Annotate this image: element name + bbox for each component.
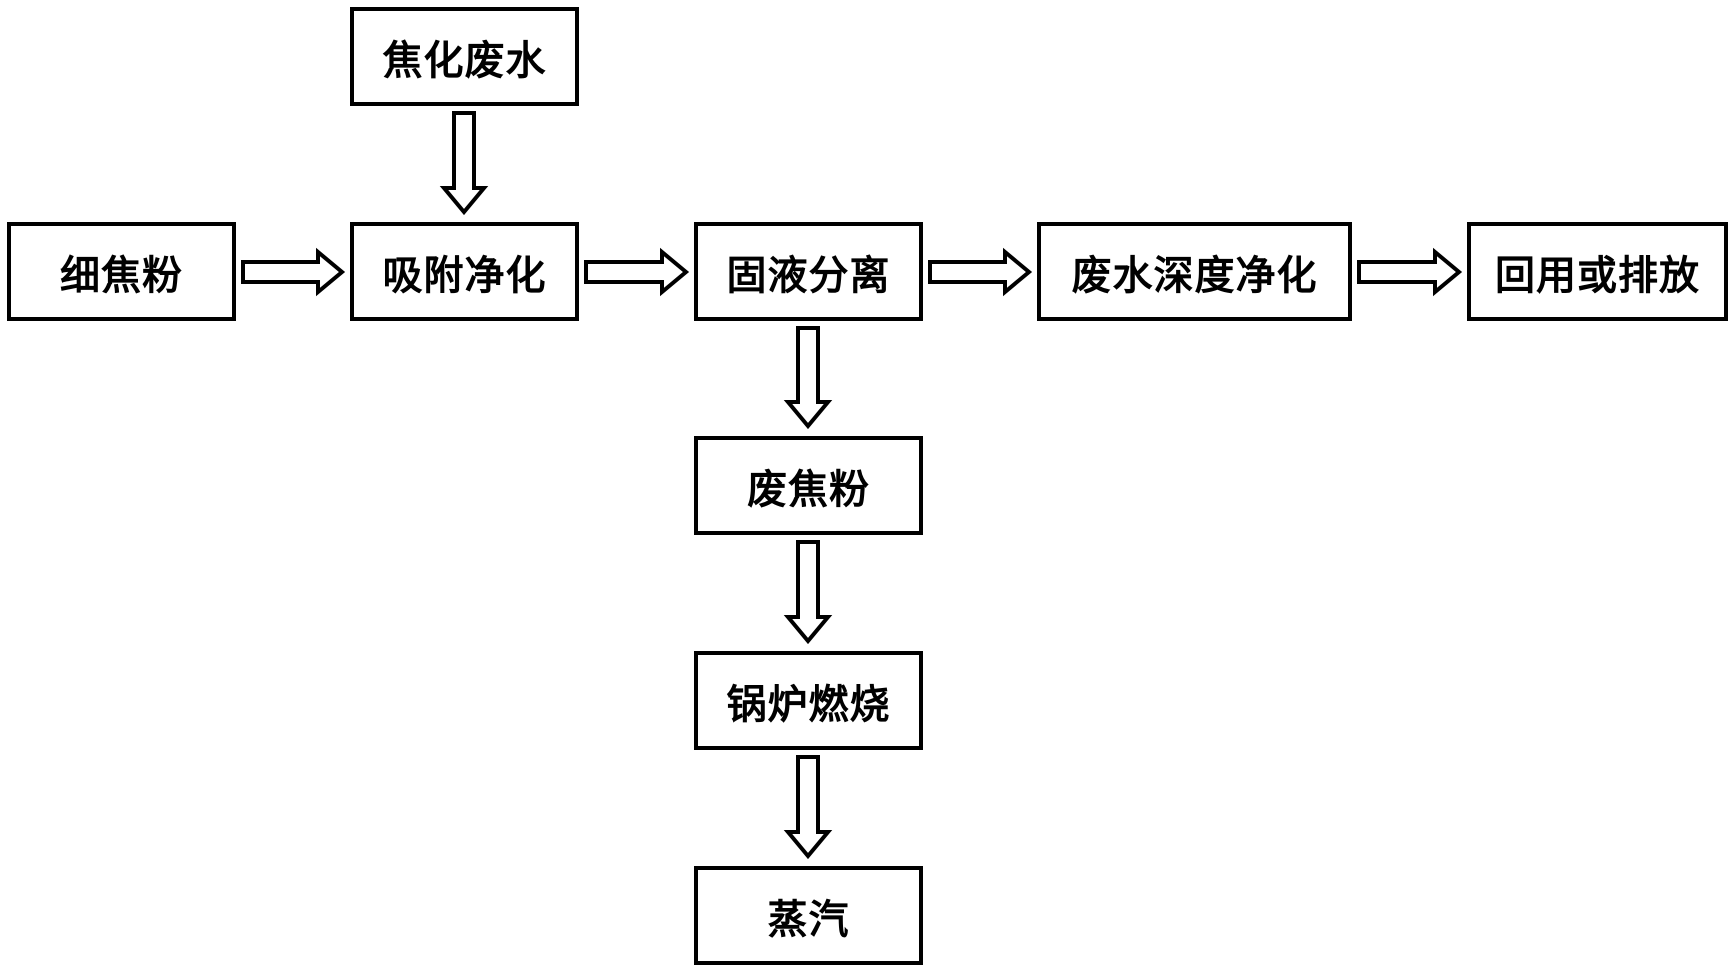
- arrow-separation-to-wastecoke: [783, 326, 833, 430]
- arrow-finecoke-to-adsorption: [241, 247, 346, 297]
- node-solid-liquid-separation: 固液分离: [694, 222, 923, 321]
- arrow-separation-to-deeppurify: [928, 247, 1033, 297]
- arrow-wastewater-to-adsorption: [439, 111, 489, 216]
- node-wastewater-deep-purification: 废水深度净化: [1037, 222, 1352, 321]
- arrow-deeppurify-to-reuse: [1357, 247, 1463, 297]
- arrow-adsorption-to-separation: [584, 247, 690, 297]
- node-waste-coke-powder: 废焦粉: [694, 436, 923, 535]
- arrow-wastecoke-to-boiler: [783, 540, 833, 645]
- node-boiler-combustion: 锅炉燃烧: [694, 651, 923, 750]
- node-reuse-or-discharge: 回用或排放: [1467, 222, 1728, 321]
- node-fine-coke-powder: 细焦粉: [7, 222, 236, 321]
- node-coking-wastewater: 焦化废水: [350, 7, 579, 106]
- arrow-boiler-to-steam: [783, 755, 833, 860]
- node-adsorption-purification: 吸附净化: [350, 222, 579, 321]
- node-steam: 蒸汽: [694, 866, 923, 965]
